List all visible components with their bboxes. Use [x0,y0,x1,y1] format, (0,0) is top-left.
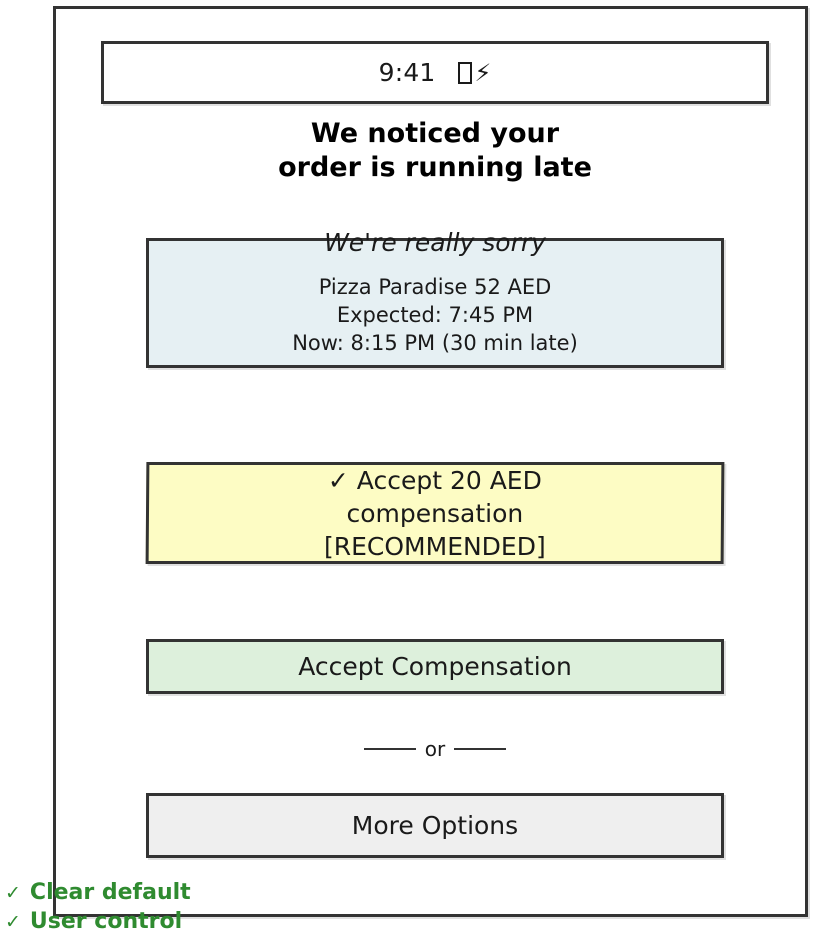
status-bar-icons: ⚡ [457,58,492,87]
recommended-option-amount: Accept 20 AED [356,465,542,495]
annotation-item: ✓ User control [5,907,191,936]
phone-frame [53,6,808,917]
page-title-line-1: We noticed your [310,118,560,149]
annotation-item: ✓ Clear default [5,878,191,907]
or-divider-label: or [424,737,446,761]
order-current-time: Now: 8:15 PM (30 min late) [292,331,578,356]
recommended-option-line-1: ✓ Accept 20 AED [324,464,546,497]
order-name-and-price: Pizza Paradise 52 AED [318,275,552,299]
check-icon: ✓ [5,911,21,934]
annotation-list: ✓ Clear default ✓ User control [5,878,191,937]
check-icon: ✓ [328,465,349,495]
apology-caption: We're really sorry [324,228,546,257]
recommended-option-line-2: compensation [346,498,524,528]
status-bar-time: 9:41 [378,58,436,87]
status-bar: 9:41 ⚡ [101,41,769,104]
recommended-option-text: ✓ Accept 20 AED compensation [RECOMMENDE… [324,464,546,563]
order-expected-time: Expected: 7:45 PM [336,303,534,328]
charging-bolt-icon: ⚡ [474,58,492,87]
annotation-label: Clear default [29,880,191,905]
recommended-option-card[interactable]: ✓ Accept 20 AED compensation [RECOMMENDE… [145,462,725,564]
divider-rule-left [363,748,416,750]
more-options-button[interactable]: More Options [146,793,724,858]
order-info-lines: Pizza Paradise 52 AED Expected: 7:45 PM … [149,273,721,357]
order-info-card: Pizza Paradise 52 AED Expected: 7:45 PM … [146,238,724,368]
battery-icon [457,61,472,84]
recommended-badge: [RECOMMENDED] [324,531,546,561]
divider-rule-right [454,748,507,750]
accept-compensation-button[interactable]: Accept Compensation [146,639,724,694]
check-icon: ✓ [5,882,21,904]
page-title: We noticed your order is running late [101,117,769,185]
page-title-line-2: order is running late [278,152,592,184]
or-divider: or [146,737,724,761]
status-bar-content: 9:41 ⚡ [379,58,492,87]
annotation-label: User control [29,909,183,935]
